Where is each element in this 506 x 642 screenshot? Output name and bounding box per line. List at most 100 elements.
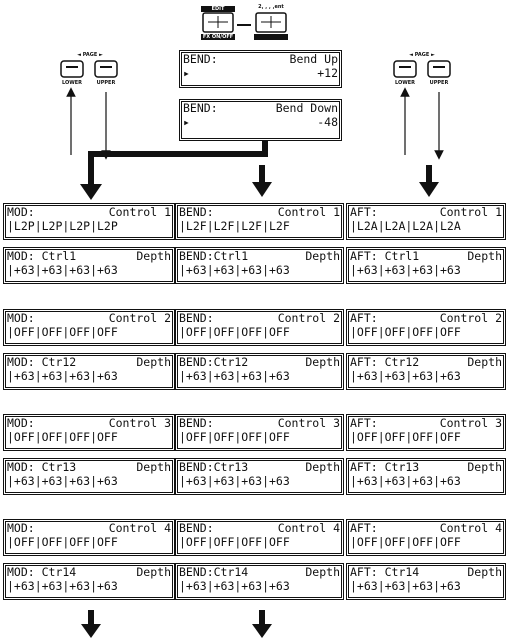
screen-values: |OFF|OFF|OFF|OFF (7, 535, 118, 549)
lcd-screen: MOD:Control 3|OFF|OFF|OFF|OFF (3, 414, 175, 451)
screen-values: |+63|+63|+63|+63 (179, 263, 290, 277)
screen-name: Depth (305, 565, 340, 579)
screen-values: |L2A|L2A|L2A|L2A (350, 219, 461, 233)
screen-value: -48 (317, 115, 338, 129)
screen-param: MOD: Ctr13 (7, 460, 77, 474)
lcd-screen: AFT: Control 3|OFF|OFF|OFF|OFF (346, 414, 506, 451)
screen-param: BEND: (179, 311, 214, 325)
screen-values: |OFF|OFF|OFF|OFF (350, 325, 461, 339)
lcd-screen: MOD: Control 2|OFF|OFF|OFF|OFF (3, 309, 175, 346)
screen-param: BEND:Ctr13 (179, 460, 249, 474)
screen-values: |+63|+63|+63|+63 (179, 369, 290, 383)
screen-name: Control 2 (277, 311, 340, 325)
screen-name: Control 1 (439, 205, 502, 219)
screen-name: Control 1 (108, 205, 171, 219)
screen-values: |OFF|OFF|OFF|OFF (179, 325, 290, 339)
cursor-icon: ▸ (183, 66, 190, 80)
screen-name: Control 3 (439, 416, 502, 430)
arrow-down-bold (81, 610, 101, 638)
screen-name: Depth (467, 565, 502, 579)
lcd-screen: MOD: Ctr12 Depth |+63|+63|+63|+63 (3, 353, 175, 390)
upper-key-label: UPPER (429, 80, 449, 86)
screen-param: BEND:Ctr14 (179, 565, 249, 579)
arrow-down-bold (419, 165, 439, 197)
screen-values: |OFF|OFF|OFF|OFF (350, 430, 461, 444)
cursor-icon: ▸ (183, 115, 190, 129)
upper-key-label: UPPER (96, 80, 116, 86)
screen-values: |+63|+63|+63|+63 (7, 263, 118, 277)
screen-param: MOD: Ctr14 (7, 565, 77, 579)
right-page-keys-icon[interactable] (393, 60, 451, 78)
fx-onoff-key-label: FX ON/OFF (202, 34, 234, 40)
screen-name: Control 3 (277, 416, 340, 430)
lcd-screen: AFT: Control 4|OFF|OFF|OFF|OFF (346, 519, 506, 556)
screen-name: Control 2 (108, 311, 171, 325)
screen-values: |OFF|OFF|OFF|OFF (350, 535, 461, 549)
lcd-screen: BEND: Control 2|OFF|OFF|OFF|OFF (175, 309, 344, 346)
screen-param: BEND: (179, 205, 214, 219)
screen-values: |+63|+63|+63|+63 (7, 369, 118, 383)
lcd-screen: BEND:Ctr14 Depth |+63|+63|+63|+63 (175, 563, 344, 600)
enter-key-icon[interactable] (254, 12, 288, 40)
screen-name: Control 4 (108, 521, 171, 535)
screen-values: |+63|+63|+63|+63 (7, 579, 118, 593)
screen-name: Control 1 (277, 205, 340, 219)
screen-param: MOD: (7, 205, 35, 219)
lcd-screen: AFT: Control 1|L2A|L2A|L2A|L2A (346, 203, 506, 240)
screen-values: |OFF|OFF|OFF|OFF (179, 535, 290, 549)
screen-values: |+63|+63|+63|+63 (350, 474, 461, 488)
screen-param: AFT: Ctrl1 (350, 249, 420, 263)
lcd-screen: AFT: Ctrl1 Depth |+63|+63|+63|+63 (346, 247, 506, 284)
screen-param: MOD: Ctr12 (7, 355, 77, 369)
lcd-screen: BEND:Control 3|OFF|OFF|OFF|OFF (175, 414, 344, 451)
enter-key-label: 2, , , ,ent (258, 4, 284, 10)
screen-param: MOD: (7, 311, 35, 325)
lcd-screen: BEND:Ctr13 Depth |+63|+63|+63|+63 (175, 458, 344, 495)
lcd-screen: MOD: Control 1|L2P|L2P|L2P|L2P (3, 203, 175, 240)
flow-path-bold (80, 140, 268, 200)
screen-name: Depth (305, 460, 340, 474)
screen-param: AFT: Ctr14 (350, 565, 420, 579)
screen-param: BEND: (179, 521, 214, 535)
screen-values: |+63|+63|+63|+63 (179, 579, 290, 593)
screen-name: Depth (136, 460, 171, 474)
left-page-keys-icon[interactable] (60, 60, 118, 78)
lower-key-label: LOWER (61, 80, 83, 86)
screen-name: Bend Up (289, 52, 338, 66)
lcd-screen: BEND: Control 4|OFF|OFF|OFF|OFF (175, 519, 344, 556)
screen-name: Control 3 (108, 416, 171, 430)
screen-param: MOD: (7, 416, 35, 430)
screen-name: Depth (305, 249, 340, 263)
screen-name: Control 4 (277, 521, 340, 535)
lcd-screen: MOD: Control 4|OFF|OFF|OFF|OFF (3, 519, 175, 556)
screen-name: Depth (136, 355, 171, 369)
screen-values: |OFF|OFF|OFF|OFF (179, 430, 290, 444)
screen-param: AFT: (350, 521, 378, 535)
screen-param: AFT: Ctr12 (350, 355, 420, 369)
screen-values: |+63|+63|+63|+63 (179, 474, 290, 488)
screen-name: Control 4 (439, 521, 502, 535)
screen-name: Depth (467, 249, 502, 263)
page-label: ◄ PAGE ► (77, 52, 103, 58)
screen-param: AFT: (350, 416, 378, 430)
screen-param: AFT: (350, 205, 378, 219)
screen-values: |L2P|L2P|L2P|L2P (7, 219, 118, 233)
screen-param: MOD: Ctrl1 (7, 249, 77, 263)
screen-param: BEND: (183, 52, 218, 66)
screen-values: |OFF|OFF|OFF|OFF (7, 325, 118, 339)
screen-param: AFT: Ctr13 (350, 460, 420, 474)
bend-up-screen: BEND:Bend Up ▸+12 (179, 50, 342, 88)
screen-values: |+63|+63|+63|+63 (350, 369, 461, 383)
screen-param: BEND:Ctr12 (179, 355, 249, 369)
screen-values: |+63|+63|+63|+63 (350, 263, 461, 277)
screen-name: Depth (136, 565, 171, 579)
edit-key-label: EDIT (211, 6, 225, 12)
lcd-screen: AFT:Control 2|OFF|OFF|OFF|OFF (346, 309, 506, 346)
screen-param: MOD: (7, 521, 35, 535)
edit-key-icon[interactable] (201, 6, 235, 40)
